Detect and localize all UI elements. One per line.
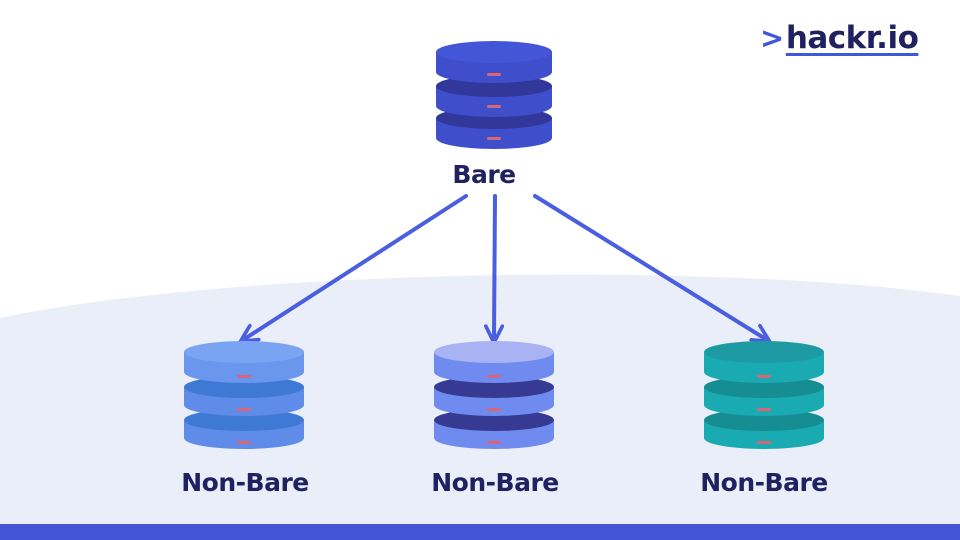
logo-chevron-icon: > [760,21,784,55]
database-icon-bare [436,41,552,149]
label-non-bare-middle: Non-Bare [431,468,559,497]
database-icon-right [704,341,824,449]
arrow-to-left [246,194,468,338]
logo-text: hackr.io [785,20,919,56]
label-non-bare-right: Non-Bare [700,468,828,497]
arrow-to-right [533,194,764,338]
bottom-bar [0,524,960,540]
label-non-bare-left: Non-Bare [181,468,309,497]
hackr-logo[interactable]: >hackr.io [760,20,919,56]
arrows [246,194,764,338]
database-icon-left [184,341,304,449]
label-bare: Bare [452,160,516,189]
database-icon-middle [434,341,554,449]
arrow-to-middle [494,194,495,336]
